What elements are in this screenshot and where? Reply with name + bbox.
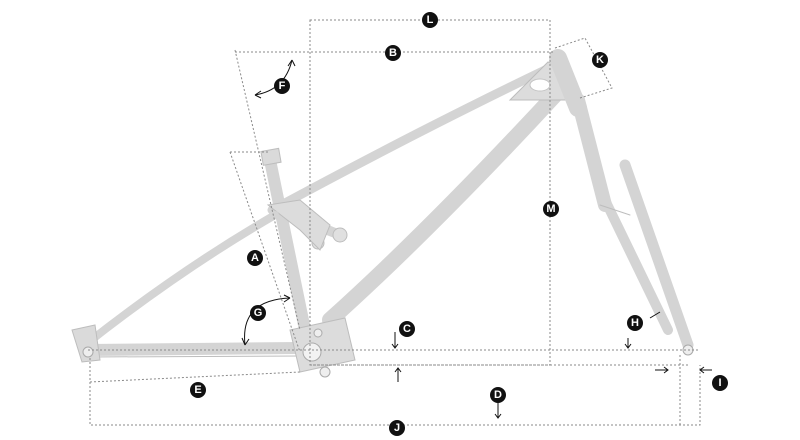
arrow-c-bottom	[394, 367, 402, 382]
bike-frame	[71, 49, 694, 378]
marker-i-label: I	[718, 377, 721, 389]
arrow-f-head1	[254, 90, 262, 99]
marker-k-label: K	[596, 54, 604, 66]
arrow-i-left	[655, 366, 669, 374]
marker-c-label: C	[403, 323, 411, 335]
arrow-h-right	[649, 311, 661, 319]
down-tube	[322, 87, 563, 328]
marker-e: E	[190, 382, 206, 398]
seat-stay	[81, 211, 279, 349]
shock-mount	[332, 227, 348, 243]
rear-axle	[82, 346, 94, 358]
marker-g: G	[250, 305, 266, 321]
marker-j: J	[389, 420, 405, 436]
marker-a: A	[247, 250, 263, 266]
arrow-f-head2	[287, 59, 296, 67]
marker-i: I	[712, 375, 728, 391]
dim-line-a	[229, 151, 301, 353]
marker-j-label: J	[394, 422, 400, 434]
arrow-g-head1	[241, 337, 250, 346]
chain-stay-edge	[87, 355, 301, 358]
marker-l: L	[422, 12, 438, 28]
marker-b: B	[385, 45, 401, 61]
bottom-bracket	[302, 342, 322, 362]
gusset-hole	[529, 78, 551, 92]
arrow-g-arc	[244, 297, 291, 346]
marker-g-label: G	[254, 307, 263, 319]
marker-h-label: H	[631, 317, 639, 329]
seat-collar	[260, 147, 282, 166]
marker-h: H	[627, 315, 643, 331]
marker-f: F	[274, 78, 290, 94]
marker-d-label: D	[494, 389, 502, 401]
dim-line-seat-angle	[234, 49, 301, 331]
marker-f-label: F	[279, 80, 286, 92]
marker-m: M	[543, 201, 559, 217]
chain-stay	[82, 342, 306, 356]
dimension-lines	[88, 19, 701, 426]
marker-b-label: B	[389, 47, 397, 59]
fork-brace	[599, 204, 631, 216]
fork-lower	[619, 159, 694, 351]
arrow-i-right	[699, 366, 712, 374]
dim-line-j	[89, 365, 701, 426]
arrow-c-top	[391, 332, 399, 349]
marker-k: K	[592, 52, 608, 68]
seat-tube	[264, 154, 311, 336]
marker-m-label: M	[546, 203, 555, 215]
arrow-h-left	[624, 338, 632, 349]
marker-c: C	[399, 321, 415, 337]
arrow-g-head2	[283, 294, 291, 303]
fork-crown-steerer	[571, 93, 612, 212]
marker-e-label: E	[194, 384, 201, 396]
marker-a-label: A	[251, 252, 259, 264]
marker-l-label: L	[427, 14, 434, 26]
fork-stanchion	[600, 195, 673, 335]
dim-line-e	[89, 358, 301, 383]
pivot-bolt	[313, 328, 323, 338]
rocker-link	[266, 199, 331, 251]
marker-d: D	[490, 387, 506, 403]
motor-mount	[319, 366, 331, 378]
